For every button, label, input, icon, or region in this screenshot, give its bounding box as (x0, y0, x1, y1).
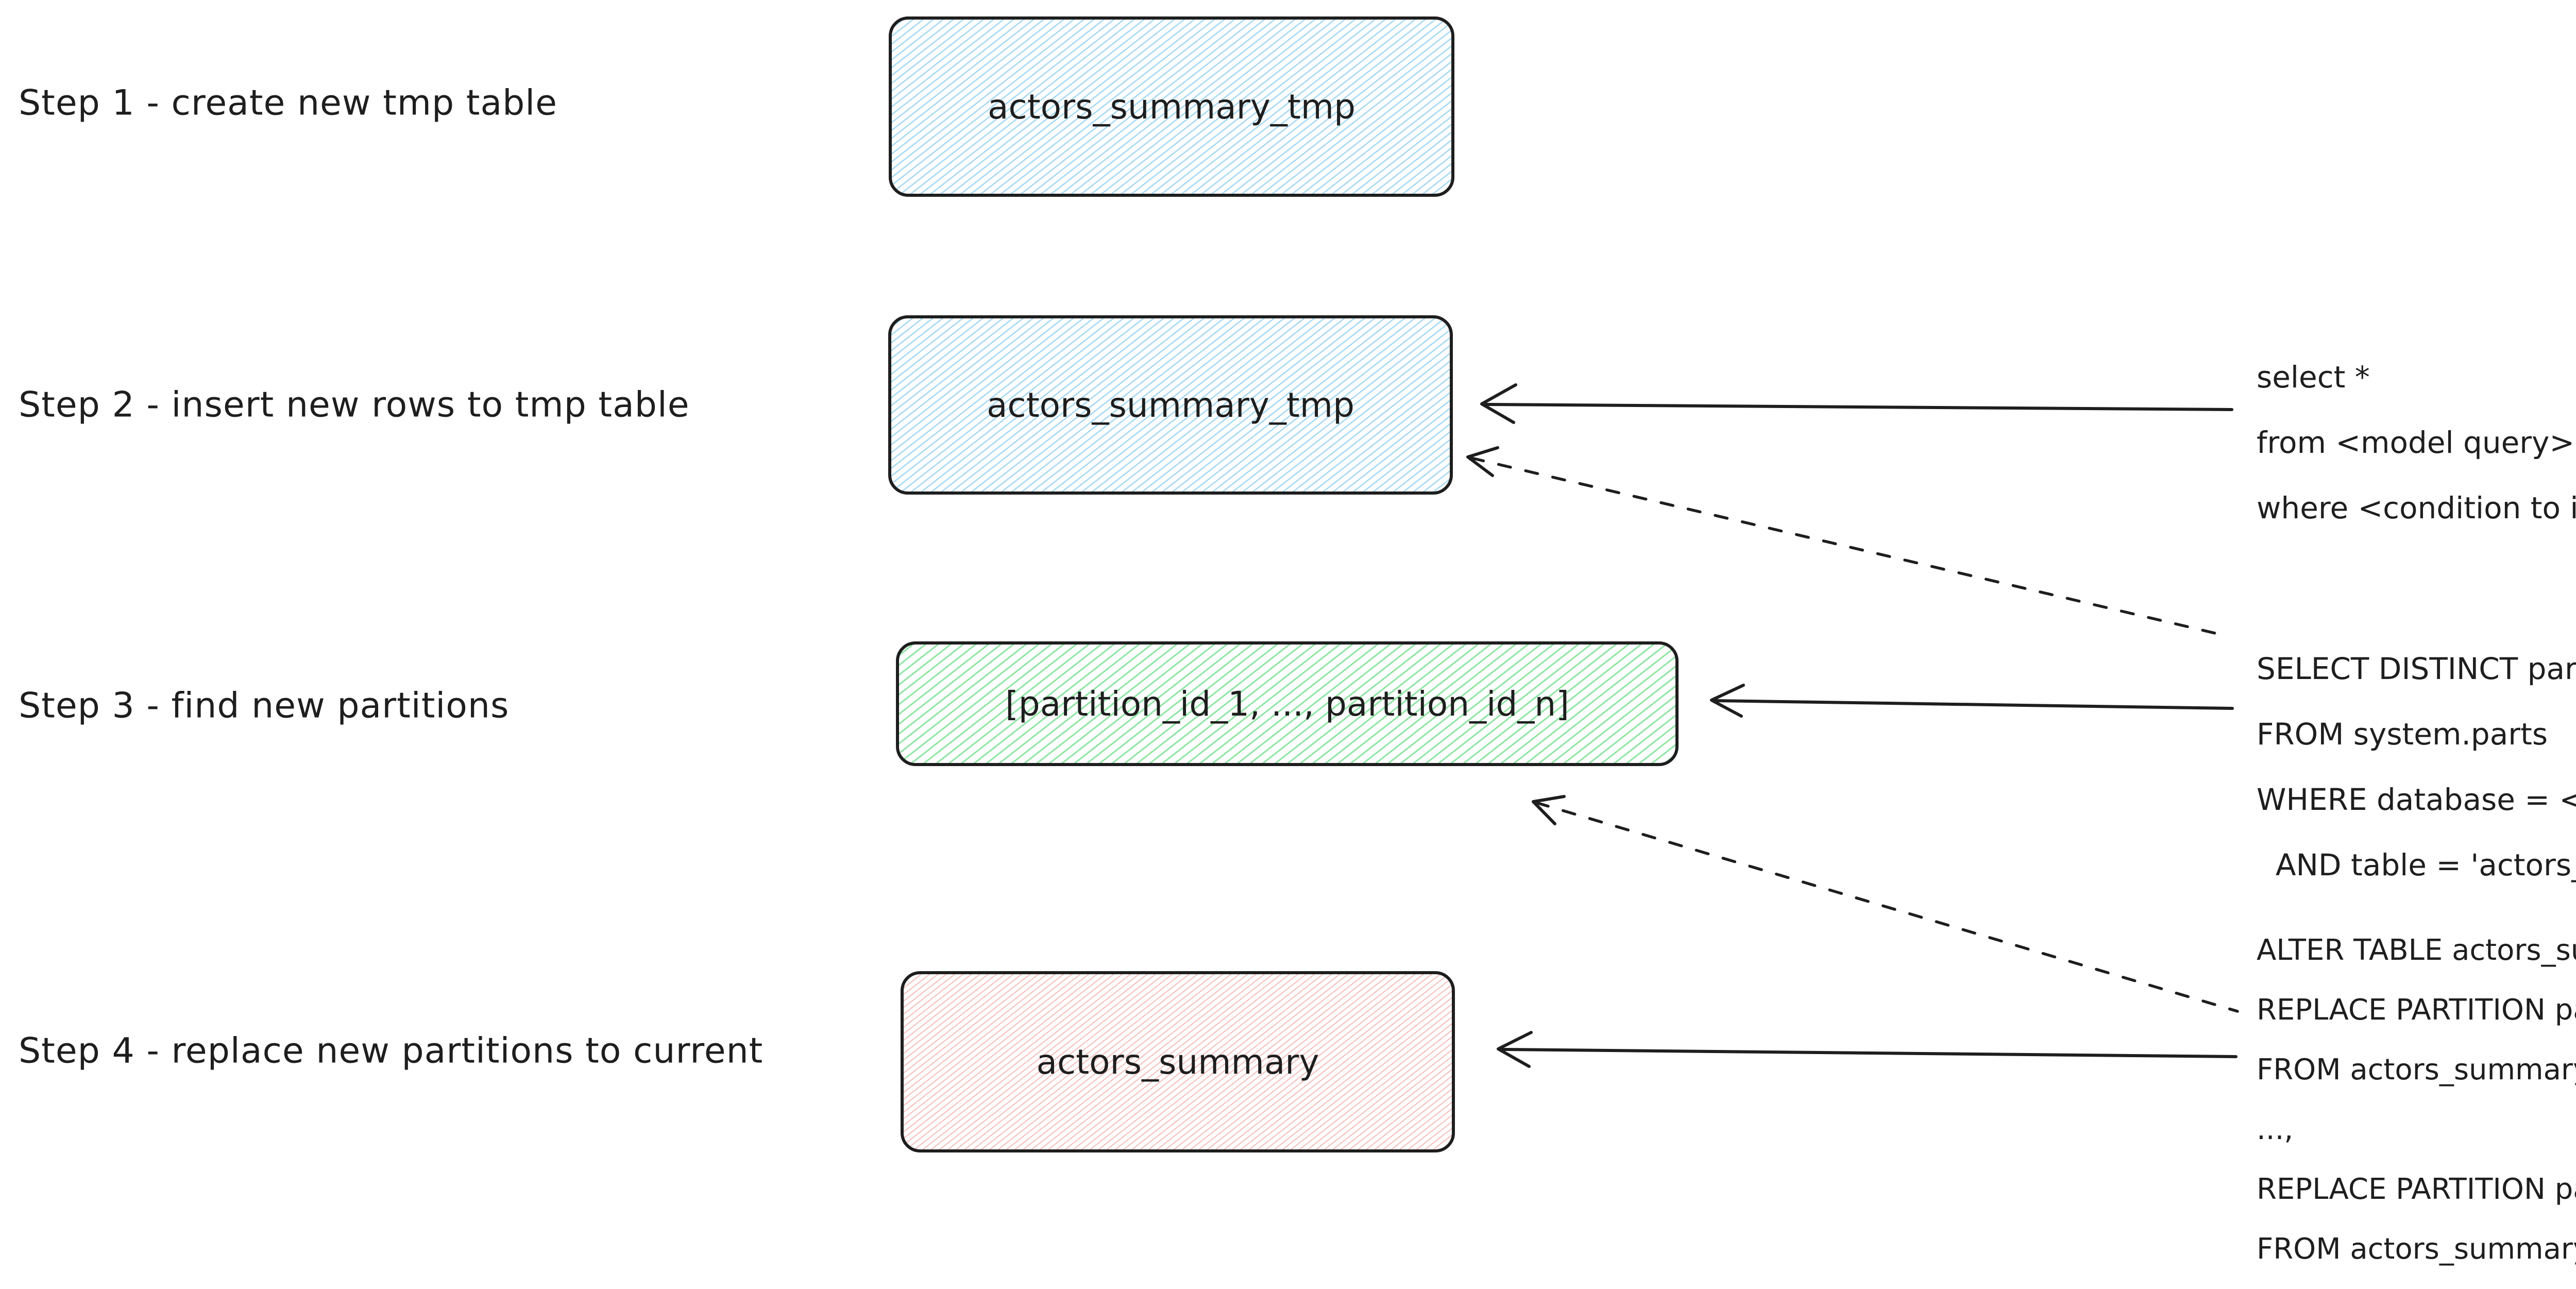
dashed-arrow-replace-query-to-partitions-list (1532, 795, 2239, 1013)
arrow-insert-query-to-tmp-table (1480, 383, 2233, 424)
code-line: from <model query> (2257, 425, 2575, 460)
step-3-label: Step 3 - find new partitions (19, 685, 510, 726)
arrow-replace-query-to-current-table (1497, 1031, 2238, 1068)
code-line: SELECT DISTINCT partition_id (2257, 651, 2576, 686)
code-line: REPLACE PARTITION partition_id_1 (2257, 993, 2576, 1027)
arrow-find-partitions-to-list (1710, 684, 2234, 718)
diagram-canvas: Step 1 - create new tmp table Step 2 - i… (19, 16, 2576, 1266)
node-tmp-table-step1-label: actors_summary_tmp (987, 87, 1355, 127)
node-tmp-table-step2: actors_summary_tmp (888, 315, 1453, 495)
replace-query-code: ALTER TABLE actors_summary REPLACE PARTI… (2257, 911, 2576, 1289)
node-partitions-list: [partition_id_1, ..., partition_id_n] (896, 641, 1679, 766)
code-line: select * (2257, 360, 2370, 395)
find-partitions-query-code: SELECT DISTINCT partition_id FROM system… (2257, 626, 2576, 908)
step-4-label: Step 4 - replace new partitions to curre… (19, 1030, 764, 1072)
node-tmp-table-step1: actors_summary_tmp (889, 16, 1454, 197)
code-line: FROM system.parts (2257, 717, 2548, 752)
node-tmp-table-step2-label: actors_summary_tmp (986, 385, 1354, 425)
node-partitions-list-label: [partition_id_1, ..., partition_id_n] (1005, 684, 1569, 724)
code-line: ..., (2257, 1113, 2294, 1146)
step-1-label: Step 1 - create new tmp table (19, 82, 558, 124)
node-current-table-label: actors_summary (1036, 1042, 1319, 1082)
dashed-arrow-find-partitions-to-tmp-table (1466, 446, 2230, 638)
code-line: AND table = 'actors_summary_tmp' (2275, 847, 2576, 883)
code-line: where <condition to identify new> (2257, 490, 2576, 525)
step-2-label: Step 2 - insert new rows to tmp table (19, 384, 690, 426)
arrows-layer (1466, 383, 2239, 1068)
node-current-table: actors_summary (901, 971, 1455, 1152)
code-line: WHERE database = <database> (2257, 782, 2576, 817)
code-line: ALTER TABLE actors_summary (2257, 934, 2576, 967)
code-line: REPLACE PARTITION partition_id_n (2257, 1173, 2576, 1206)
code-line: FROM actors_summary_tmp, (2257, 1232, 2576, 1266)
insert-query-code: select * from <model query> where <condi… (2257, 335, 2576, 551)
code-line: FROM actors_summary_tmp, (2257, 1053, 2576, 1087)
